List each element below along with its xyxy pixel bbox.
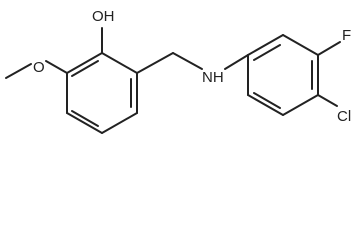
fluorine-label: F: [342, 27, 351, 44]
bond: [247, 34, 284, 56]
double-bond-inner: [71, 110, 99, 127]
left-benzene-ring: [66, 52, 138, 134]
bond: [282, 34, 319, 56]
molecule-structure-diagram: OH O NH F Cl: [5, 8, 351, 134]
amine-label: NH: [202, 69, 224, 86]
bond: [66, 52, 103, 74]
bond-nh-ring: [224, 54, 249, 70]
chlorine-label: Cl: [337, 108, 351, 125]
bond-c-f: [317, 41, 341, 56]
double-bond-inner: [71, 60, 99, 77]
bond-ring-ch2: [136, 52, 174, 74]
hydroxyl-label: OH: [92, 8, 115, 25]
double-bond-inner: [253, 44, 281, 61]
bond: [247, 94, 284, 116]
bond-o-methyl: [5, 63, 32, 79]
bond-c-cl: [317, 94, 338, 107]
methoxy-oxygen-label: O: [33, 59, 45, 76]
bond: [101, 112, 138, 134]
bond-c-o-methoxy: [45, 60, 68, 74]
bond: [282, 94, 319, 116]
bond-ch2-nh: [172, 52, 203, 70]
double-bond-inner: [253, 92, 281, 109]
right-benzene-ring: [247, 34, 319, 116]
bond: [66, 112, 103, 134]
bond: [101, 52, 138, 74]
